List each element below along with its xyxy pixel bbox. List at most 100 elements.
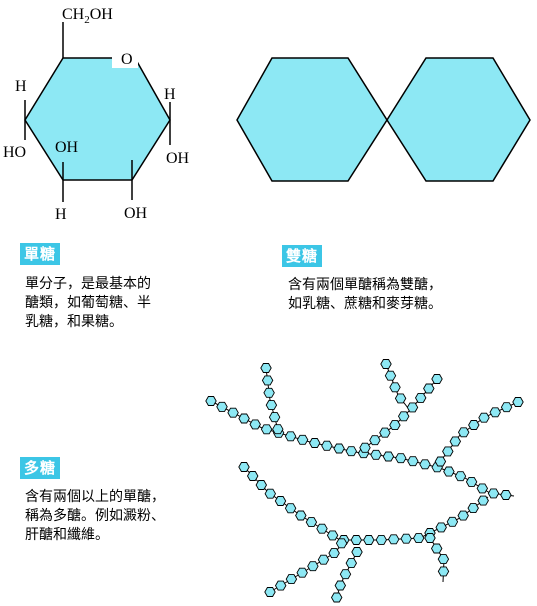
- glucose-unit-hexagon: [434, 456, 447, 467]
- glucose-unit-hexagon: [457, 427, 470, 438]
- glucose-unit-hexagon: [284, 431, 297, 442]
- glucose-unit-hexagon: [265, 400, 278, 411]
- glucose-unit-hexagon: [334, 580, 347, 591]
- glucose-unit-hexagon: [454, 471, 467, 482]
- oh-right-label: OH: [166, 150, 190, 167]
- desc-line: 含有兩個以上的單醣，: [25, 489, 165, 505]
- glucose-unit-hexagon: [477, 495, 489, 506]
- glucose-unit-hexagon: [272, 424, 284, 435]
- glucose-unit-hexagon: [414, 392, 427, 403]
- glucose-unit-hexagon: [457, 510, 469, 521]
- glucose-unit-hexagon: [389, 420, 401, 431]
- glucose-unit-hexagon: [308, 438, 321, 448]
- glucose-unit-hexagon: [330, 592, 343, 603]
- glucose-unit-hexagon: [389, 382, 401, 393]
- ch2oh-label: CH2OH: [62, 6, 113, 26]
- glucose-unit-hexagon: [246, 471, 259, 481]
- glucose-unit-hexagon: [467, 503, 479, 514]
- glucose-structure: CH2OH O H HO OH H OH H OH: [3, 6, 190, 223]
- glucose-unit-hexagon: [264, 488, 277, 499]
- glucose-unit-hexagon: [335, 538, 348, 549]
- glucose-unit-hexagon: [424, 533, 436, 543]
- glucose-unit-hexagon: [295, 510, 307, 521]
- glucose-unit-hexagon: [345, 446, 358, 457]
- glucose-unit-hexagon: [476, 483, 489, 494]
- desc-line: 肝醣和纖維。: [25, 527, 109, 543]
- h-left-label: H: [15, 78, 27, 95]
- glucose-unit-hexagon: [363, 535, 375, 545]
- glucose-ring: [24, 57, 171, 181]
- glucose-unit-hexagon: [443, 466, 455, 477]
- glucose-unit-hexagon: [268, 412, 281, 423]
- glucose-unit-hexagon: [321, 440, 333, 451]
- glucose-unit-hexagon: [446, 516, 459, 527]
- glucose-unit-hexagon: [216, 401, 228, 412]
- glucose-unit-hexagon: [382, 451, 395, 462]
- glucose-unit-hexagon: [238, 462, 250, 472]
- glucose-unit-hexagon: [449, 436, 462, 447]
- glucose-unit-hexagon: [345, 558, 358, 569]
- h-bottom-label: H: [55, 206, 67, 223]
- desc-line: 稱為多醣。例如澱粉、: [25, 508, 165, 524]
- glucose-unit-hexagon: [468, 420, 480, 430]
- glucose-unit-hexagon: [305, 517, 318, 528]
- glucose-unit-hexagon: [465, 476, 478, 487]
- glucose-unit-hexagon: [412, 533, 425, 544]
- glucose-unit-hexagon: [419, 459, 431, 470]
- disaccharide-hexagons: [236, 57, 531, 182]
- glucose-unit-hexagon: [263, 387, 275, 398]
- hexagon-left: [236, 57, 388, 182]
- glucose-unit-hexagon: [261, 375, 274, 386]
- ring-oxygen-label: O: [121, 51, 133, 68]
- glucose-unit-hexagon: [260, 363, 272, 373]
- hexagon-right: [386, 57, 531, 182]
- glucose-unit-hexagon: [500, 402, 513, 413]
- glucose-unit-hexagon: [384, 370, 397, 381]
- section-title-disaccharide: 雙糖: [282, 245, 323, 267]
- glucose-unit-hexagon: [375, 534, 388, 545]
- glucose-unit-hexagon: [328, 548, 340, 559]
- glucose-unit-hexagon: [274, 580, 287, 591]
- polysaccharide-chains: [205, 359, 524, 603]
- glucose-unit-hexagon: [359, 442, 371, 453]
- glucose-unit-hexagon: [370, 449, 382, 460]
- glucose-unit-hexagon: [400, 533, 412, 544]
- glucose-unit-hexagon: [317, 554, 330, 565]
- glucose-unit-hexagon: [351, 547, 363, 557]
- glucose-unit-hexagon: [205, 396, 217, 406]
- glucose-unit-hexagon: [430, 543, 443, 554]
- glucose-unit-hexagon: [307, 561, 319, 572]
- monosaccharide-description: 單分子，是最基本的 醣類，如葡萄糖、半 乳糖，和果糖。: [25, 275, 151, 332]
- glucose-unit-hexagon: [406, 402, 419, 413]
- glucose-unit-hexagon: [227, 407, 239, 418]
- glucose-unit-hexagon: [274, 496, 287, 506]
- glucose-unit-hexagon: [296, 567, 308, 578]
- glucose-unit-hexagon: [435, 522, 447, 533]
- desc-line: 如乳糖、蔗糖和麥芽糖。: [288, 296, 442, 312]
- glucose-unit-hexagon: [437, 554, 450, 565]
- glucose-unit-hexagon: [264, 587, 276, 597]
- glucose-unit-hexagon: [255, 480, 268, 490]
- glucose-unit-hexagon: [437, 566, 450, 577]
- glucose-unit-hexagon: [500, 490, 512, 500]
- glucose-unit-hexagon: [395, 453, 407, 464]
- glucose-unit-hexagon: [296, 434, 309, 445]
- glucose-unit-hexagon: [379, 427, 391, 438]
- oh-bottom-label: OH: [124, 205, 148, 222]
- glucose-unit-hexagon: [350, 535, 363, 545]
- h-right-label: H: [164, 86, 176, 103]
- glucose-unit-hexagon: [489, 407, 501, 418]
- glucose-unit-hexagon: [333, 443, 345, 454]
- glucose-unit-hexagon: [512, 397, 524, 407]
- section-title-monosaccharide: 單糖: [20, 243, 61, 265]
- desc-line: 含有兩個單醣稱為雙醣，: [288, 277, 442, 293]
- glucose-unit-hexagon: [423, 383, 435, 394]
- section-title-polysaccharide: 多糖: [20, 457, 61, 479]
- glucose-unit-hexagon: [387, 534, 400, 545]
- glucose-unit-hexagon: [478, 412, 490, 423]
- glucose-unit-hexagon: [442, 446, 454, 457]
- glucose-unit-hexagon: [394, 393, 407, 404]
- glucose-unit-hexagon: [431, 374, 443, 384]
- desc-line: 單分子，是最基本的: [25, 276, 151, 292]
